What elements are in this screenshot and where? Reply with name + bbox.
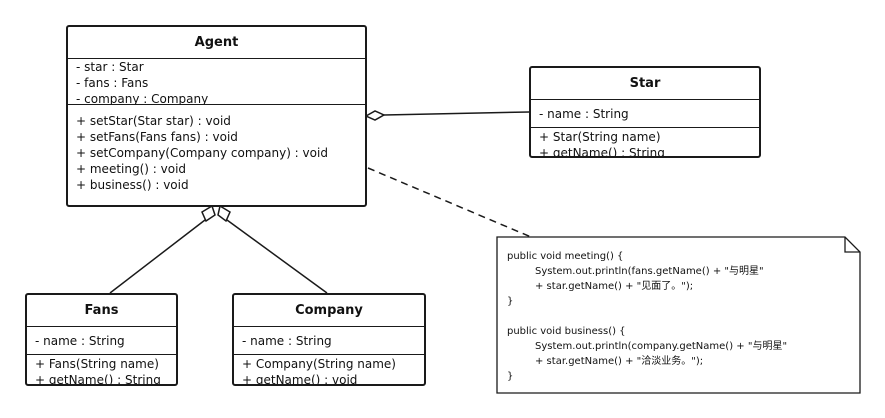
note-line: + star.getName() + "见面了。"); bbox=[535, 281, 694, 292]
operation-set-fans: + setFans(Fans fans) : void bbox=[76, 130, 238, 144]
aggregation-agent-star bbox=[383, 111, 530, 116]
class-star[interactable]: Star - name : String + Star(String name)… bbox=[529, 66, 761, 158]
note-line: public void business() { bbox=[507, 326, 626, 337]
class-company-attributes: - name : String bbox=[234, 327, 424, 355]
aggregation-diamond-star bbox=[364, 110, 386, 121]
class-fans-name: Fans bbox=[27, 295, 176, 327]
attribute-name: - name : String bbox=[35, 334, 125, 348]
note-line: System.out.println(company.getName() + "… bbox=[535, 341, 788, 352]
class-company-operations: + Company(String name) + getName() : voi… bbox=[234, 355, 424, 384]
operation-get-name: + getName() : String bbox=[539, 146, 665, 156]
note-line: + star.getName() + "洽淡业务。"); bbox=[535, 356, 704, 367]
class-star-operations: + Star(String name) + getName() : String bbox=[531, 128, 759, 156]
note-line: } bbox=[507, 296, 514, 307]
note-line: } bbox=[507, 371, 514, 382]
attribute-company: - company : Company bbox=[76, 92, 209, 105]
attribute-star: - star : Star bbox=[76, 60, 144, 74]
class-company-name: Company bbox=[234, 295, 424, 327]
operation-constructor: + Star(String name) bbox=[539, 130, 661, 144]
operation-constructor: + Fans(String name) bbox=[35, 357, 159, 371]
operation-business: + business() : void bbox=[76, 178, 189, 192]
class-agent-attributes: - star : Star - fans : Fans - company : … bbox=[68, 59, 365, 105]
aggregation-diamond-fans bbox=[201, 204, 216, 223]
class-fans-attributes: - name : String bbox=[27, 327, 176, 355]
note-line: public void meeting() { bbox=[507, 251, 624, 262]
aggregation-agent-company bbox=[226, 219, 328, 294]
note-line bbox=[507, 309, 847, 324]
class-star-attributes: - name : String bbox=[531, 100, 759, 128]
aggregation-agent-fans bbox=[109, 219, 206, 294]
note-code[interactable]: public void meeting() { System.out.print… bbox=[507, 249, 847, 384]
operation-get-name: + getName() : void bbox=[242, 373, 358, 384]
class-fans-operations: + Fans(String name) + getName() : String bbox=[27, 355, 176, 384]
operation-meeting: + meeting() : void bbox=[76, 162, 187, 176]
class-agent[interactable]: Agent - star : Star - fans : Fans - comp… bbox=[66, 25, 367, 207]
class-agent-operations: + setStar(Star star) : void + setFans(Fa… bbox=[68, 105, 365, 195]
note-line: System.out.println(fans.getName() + "与明星… bbox=[535, 266, 764, 277]
operation-set-star: + setStar(Star star) : void bbox=[76, 114, 231, 128]
attribute-name: - name : String bbox=[242, 334, 332, 348]
note-anchor-line bbox=[367, 167, 532, 238]
attribute-fans: - fans : Fans bbox=[76, 76, 149, 90]
operation-constructor: + Company(String name) bbox=[242, 357, 396, 371]
class-company[interactable]: Company - name : String + Company(String… bbox=[232, 293, 426, 386]
aggregation-diamond-company bbox=[217, 204, 231, 223]
note-shape bbox=[496, 236, 861, 394]
class-fans[interactable]: Fans - name : String + Fans(String name)… bbox=[25, 293, 178, 386]
operation-get-name: + getName() : String bbox=[35, 373, 161, 384]
operation-set-company: + setCompany(Company company) : void bbox=[76, 146, 328, 160]
class-star-name: Star bbox=[531, 68, 759, 100]
note-fold-corner bbox=[844, 237, 860, 253]
class-agent-name: Agent bbox=[68, 27, 365, 59]
attribute-name: - name : String bbox=[539, 107, 629, 121]
